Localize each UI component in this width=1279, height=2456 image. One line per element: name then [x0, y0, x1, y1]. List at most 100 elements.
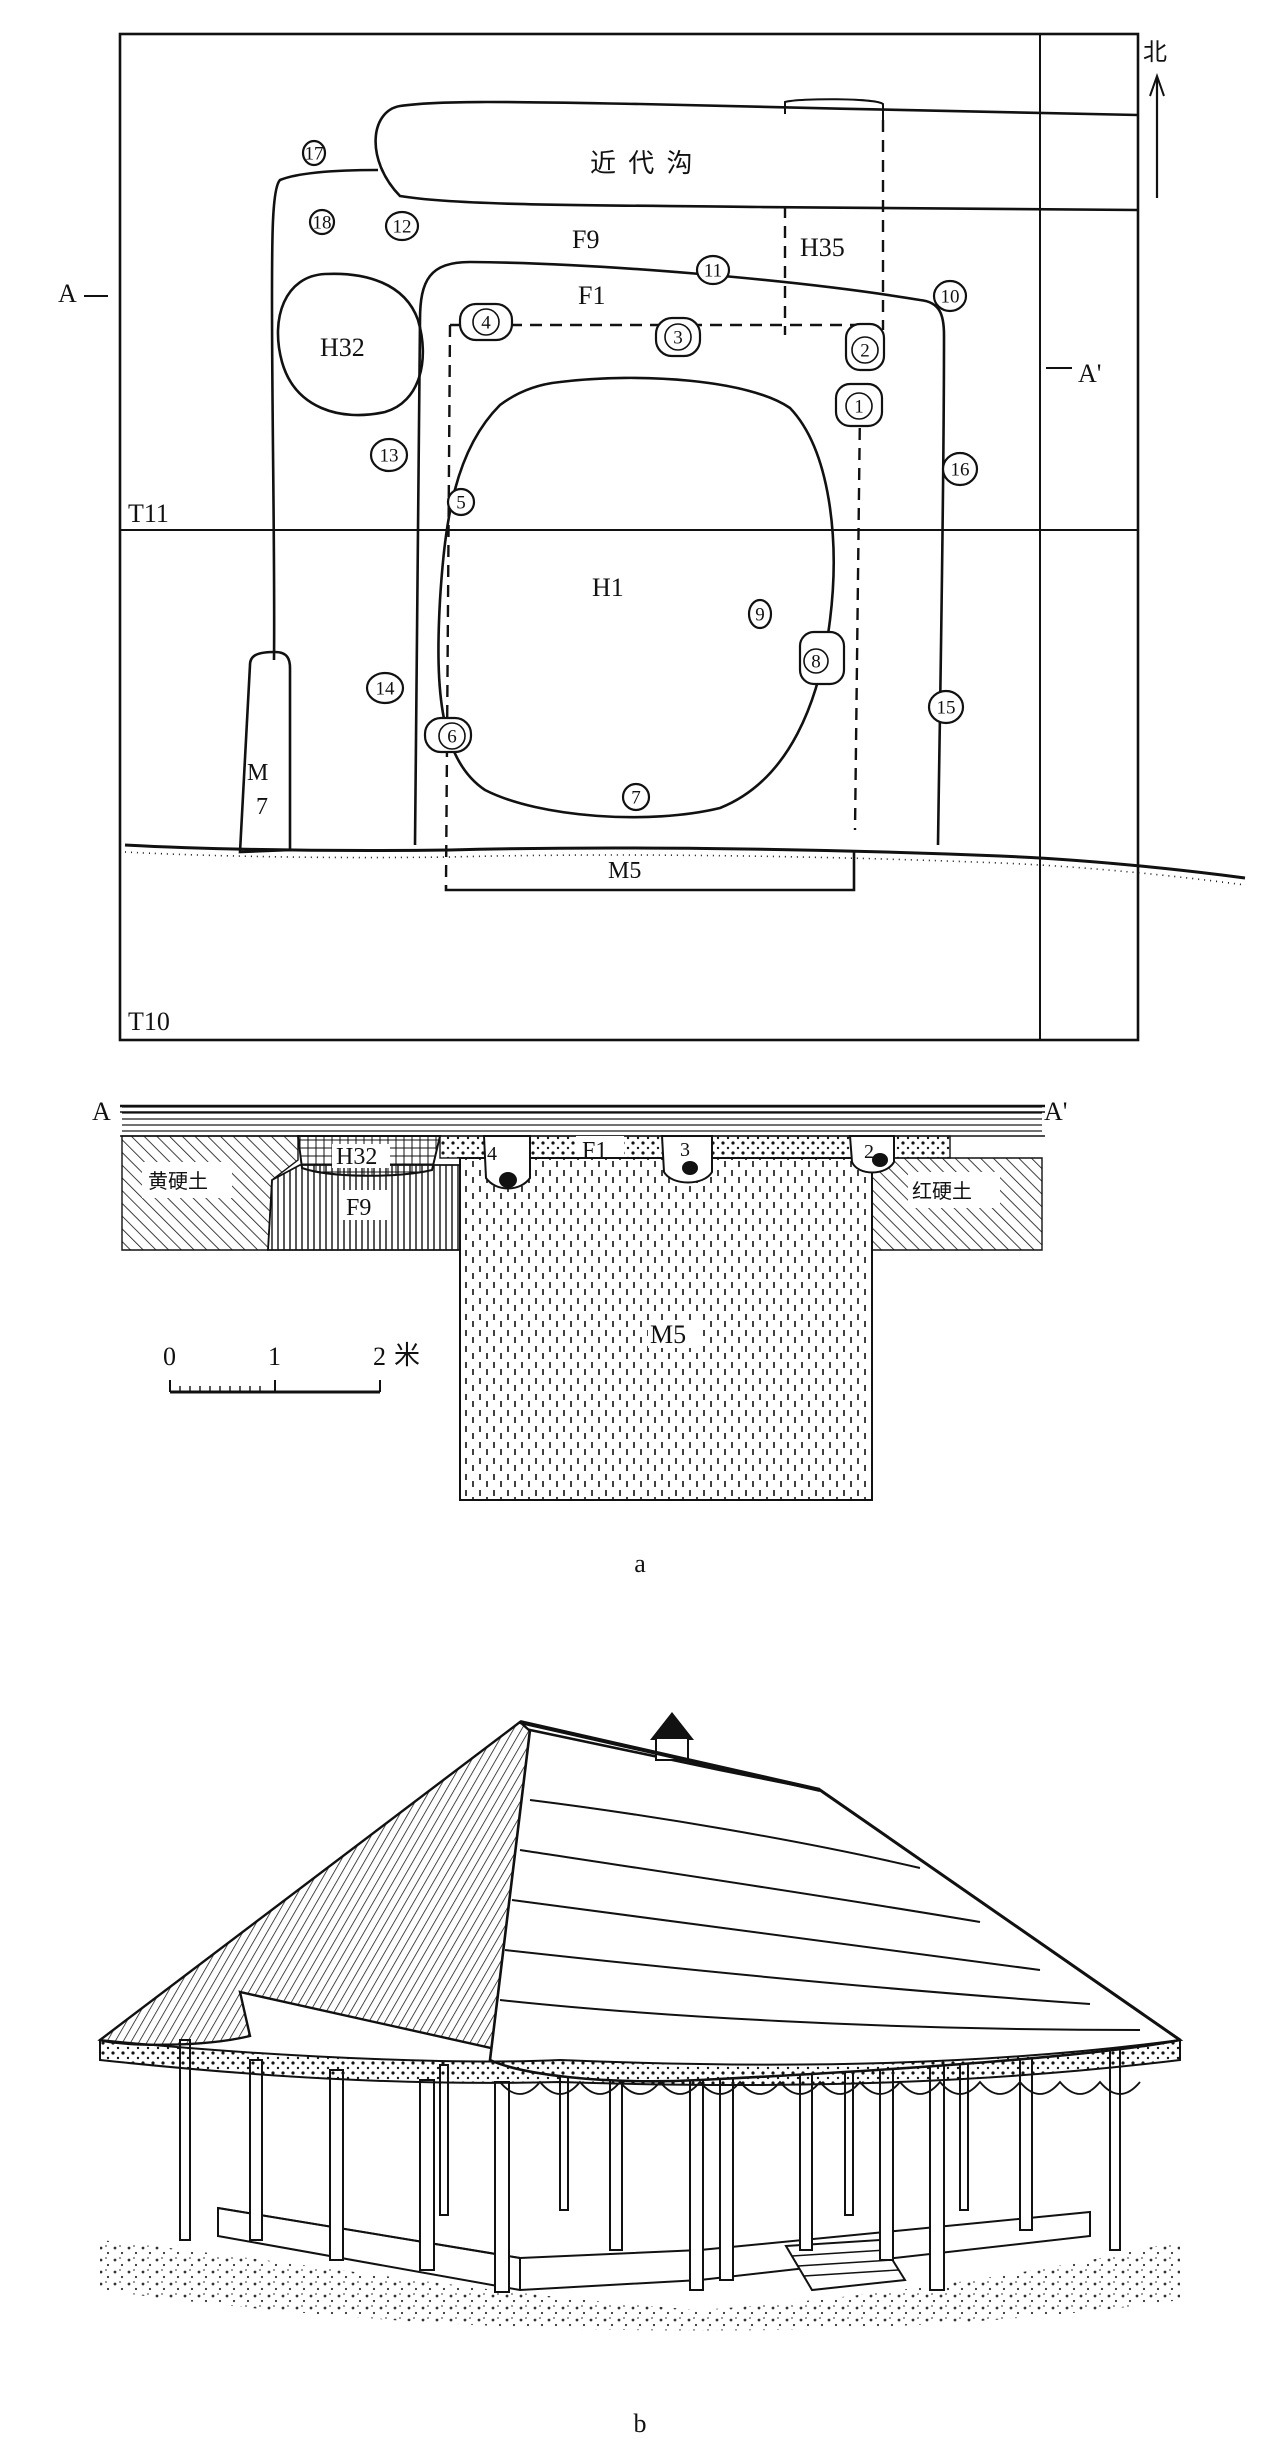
posthole-11: 11 [695, 254, 731, 286]
section-f9-label: F9 [346, 1195, 371, 1221]
svg-text:3: 3 [680, 1139, 690, 1161]
festoons [499, 2080, 1141, 2095]
modern-ditch-label: 近 代 沟 [590, 149, 695, 179]
svg-text:9: 9 [755, 605, 765, 626]
m7-label-7: 7 [256, 794, 268, 820]
h32-label: H32 [320, 333, 365, 362]
scale-bar: 0 1 2 米 [163, 1341, 420, 1394]
roof-left-hip [97, 1720, 542, 2052]
columns [179, 2039, 1121, 2293]
pit-h35-outline [783, 120, 885, 335]
ridge-beam [519, 1720, 821, 1792]
posthole-13: 13 [369, 437, 409, 473]
svg-text:1: 1 [854, 397, 864, 418]
h35-label: H35 [800, 233, 845, 262]
posthole-9: 9 [747, 598, 773, 630]
eave-band [99, 2038, 1181, 2087]
section-posthole-4: 4 [482, 1135, 531, 1190]
trench-boundary [124, 843, 1246, 880]
posthole-12: 12 [384, 210, 420, 242]
scale-unit: 米 [394, 1341, 420, 1371]
svg-text:3: 3 [673, 328, 683, 349]
posthole-7: 7 [621, 782, 651, 812]
modern-ditch [374, 100, 1139, 212]
svg-text:6: 6 [447, 727, 457, 748]
posthole-6: 6 [423, 716, 473, 754]
posthole-10: 10 [932, 279, 968, 313]
posthole-2: 2 [844, 322, 886, 372]
svg-text:18: 18 [313, 213, 332, 234]
posthole-5: 5 [446, 487, 476, 517]
plan-frame [118, 32, 1140, 1042]
svg-text:2: 2 [864, 1141, 874, 1163]
caption-a: a [634, 1549, 646, 1578]
svg-text:8: 8 [811, 652, 821, 673]
section-posthole-3: 3 [660, 1135, 713, 1184]
section-m5-label: M5 [650, 1320, 686, 1349]
platform [217, 2206, 1091, 2292]
svg-text:15: 15 [937, 698, 956, 719]
svg-text:14: 14 [376, 679, 396, 700]
svg-text:7: 7 [631, 788, 641, 809]
north-label: 北 [1143, 38, 1167, 66]
section-a-label: A [58, 279, 77, 308]
section-a: A [92, 1097, 111, 1126]
site-plan: 北 近 代 沟 F9 F1 H35 H32 H1 M5 M 7 T11 T10 … [58, 32, 1246, 1042]
posthole-17: 17 [301, 139, 327, 167]
t10-label: T10 [128, 1007, 170, 1036]
svg-text:5: 5 [456, 493, 466, 514]
posthole-8: 8 [798, 630, 846, 686]
section-h32-label: H32 [336, 1144, 377, 1170]
ground [100, 2240, 1180, 2331]
front-steps [784, 2238, 907, 2292]
north-arrow: 北 [1143, 38, 1167, 198]
posthole-1: 1 [834, 382, 884, 428]
svg-text:10: 10 [941, 287, 960, 308]
pit-h35 [784, 98, 884, 120]
svg-text:17: 17 [305, 144, 324, 165]
svg-text:16: 16 [951, 460, 970, 481]
svg-text:12: 12 [393, 217, 412, 238]
posthole-4: 4 [458, 302, 514, 342]
scale-tick-2: 2 [373, 1342, 386, 1371]
house-reconstruction-drawing [97, 1712, 1184, 2331]
section-profile: 黄硬土 F9 H32 F1 M5 红硬土 4 3 [92, 1097, 1067, 1501]
yellow-soil-label: 黄硬土 [148, 1169, 208, 1193]
caption-b: b [634, 2409, 647, 2438]
topsoil-layer [122, 1106, 1042, 1136]
roof-stripes [499, 1799, 1141, 2031]
scale-tick-0: 0 [163, 1342, 176, 1371]
posthole-14: 14 [365, 671, 405, 705]
roof-front-slope [488, 1728, 1184, 2083]
t11-label: T11 [128, 499, 169, 528]
house-f1 [413, 260, 946, 846]
svg-text:4: 4 [481, 313, 491, 334]
posthole-18: 18 [308, 208, 336, 236]
pit-h1 [437, 376, 835, 819]
svg-text:4: 4 [487, 1143, 497, 1165]
burial-m7 [238, 650, 292, 854]
scale-tick-1: 1 [268, 1342, 281, 1371]
svg-text:13: 13 [380, 446, 399, 467]
house-f9 [270, 168, 379, 661]
postholes: 1 2 3 4 5 6 7 8 9 10 11 12 13 14 15 16 1… [301, 139, 979, 812]
pit-h32 [276, 272, 425, 417]
svg-text:11: 11 [704, 261, 722, 282]
section-a-prime: A' [1044, 1097, 1067, 1126]
m7-label-m: M [247, 760, 268, 786]
h1-label: H1 [592, 573, 624, 602]
posthole-16: 16 [941, 451, 979, 487]
house-f1-inner [444, 323, 862, 886]
posthole-3: 3 [654, 316, 702, 358]
burial-m5 [444, 850, 856, 892]
m5-label: M5 [608, 858, 641, 884]
svg-text:2: 2 [860, 341, 870, 362]
f1-label: F1 [578, 281, 605, 310]
f9-label: F9 [572, 225, 599, 254]
section-posthole-2: 2 [848, 1135, 895, 1174]
red-soil-label: 红硬土 [912, 1179, 972, 1203]
hip-right [819, 1788, 1181, 2042]
section-a-prime-label: A' [1078, 359, 1101, 388]
posthole-15: 15 [927, 689, 965, 725]
